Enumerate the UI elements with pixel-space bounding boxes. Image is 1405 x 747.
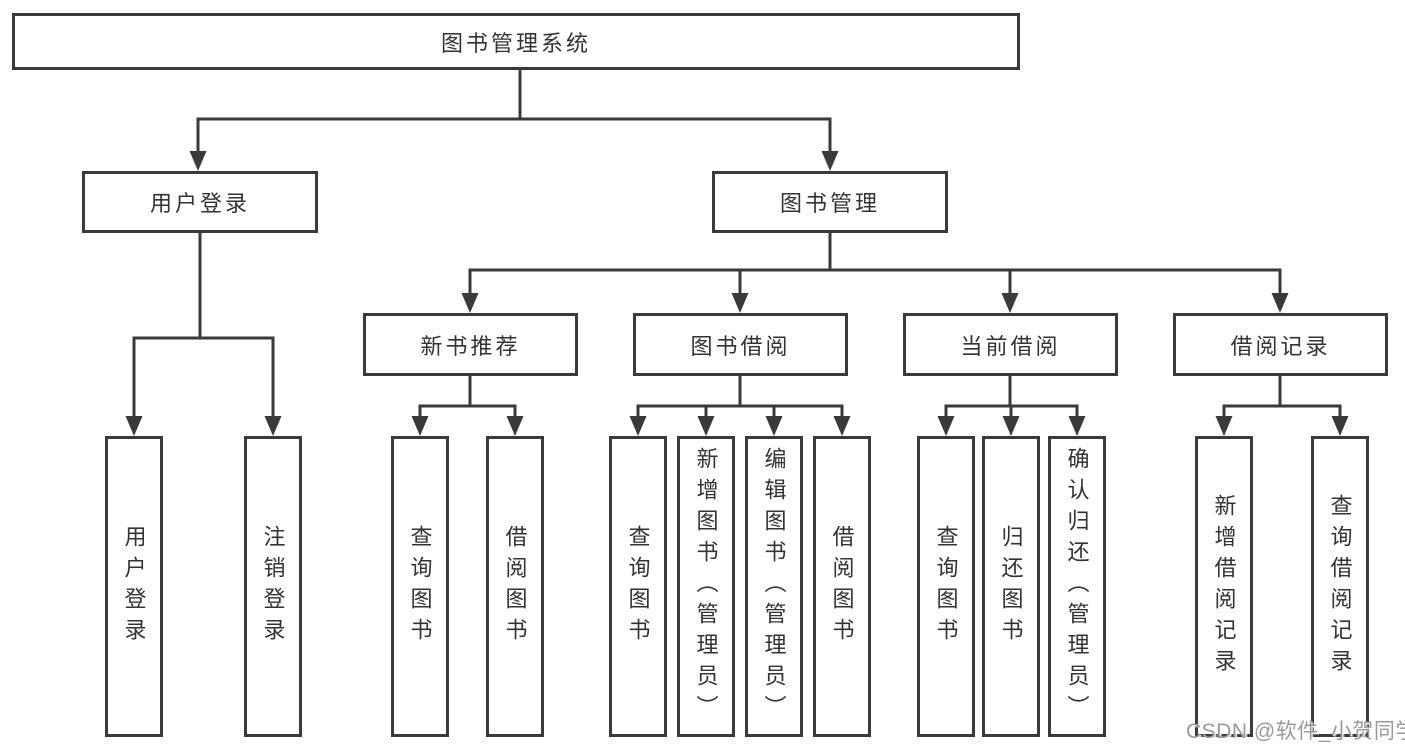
leaf-edit-book-admin: 编辑图书（管理员）: [745, 436, 803, 737]
arrowhead-icon: [1002, 416, 1020, 436]
leaf-borrowing-borrow-books: 借阅图书: [813, 436, 871, 737]
arrowhead-icon: [765, 416, 783, 436]
node-book-management: 图书管理: [712, 171, 948, 233]
watermark: CSDN @软件_小贺同学: [1186, 720, 1405, 743]
arrowhead-icon: [731, 293, 749, 313]
arrowhead-icon: [1271, 293, 1289, 313]
arrowhead-icon: [1331, 416, 1349, 436]
node-current-borrowing: 当前借阅: [903, 313, 1118, 376]
arrowhead-icon: [1068, 416, 1086, 436]
node-borrowing-records: 借阅记录: [1173, 313, 1388, 376]
leaf-borrowing-query-books: 查询图书: [609, 436, 667, 737]
node-user-login: 用户登录: [82, 171, 318, 233]
arrowhead-icon: [125, 416, 143, 436]
leaf-current-query-books: 查询图书: [917, 436, 975, 737]
leaf-add-borrow-record: 新增借阅记录: [1195, 436, 1253, 737]
node-root: 图书管理系统: [12, 13, 1020, 70]
arrowhead-icon: [697, 416, 715, 436]
leaf-add-book-admin: 新增图书（管理员）: [677, 436, 735, 737]
leaf-return-books: 归还图书: [982, 436, 1040, 737]
arrowhead-icon: [1001, 293, 1019, 313]
leaf-user-login: 用户登录: [105, 436, 163, 737]
leaf-logout: 注销登录: [244, 436, 302, 737]
arrowhead-icon: [461, 293, 479, 313]
leaf-query-borrow-record: 查询借阅记录: [1311, 436, 1369, 737]
leaf-recommend-query-books: 查询图书: [391, 436, 449, 737]
arrowhead-icon: [833, 416, 851, 436]
arrowhead-icon: [629, 416, 647, 436]
arrowhead-icon: [189, 151, 207, 171]
arrowhead-icon: [1215, 416, 1233, 436]
arrowhead-icon: [937, 416, 955, 436]
arrowhead-icon: [411, 416, 429, 436]
node-book-borrowing: 图书借阅: [633, 313, 848, 376]
leaf-recommend-borrow-books: 借阅图书: [486, 436, 544, 737]
arrowhead-icon: [821, 151, 839, 171]
arrowhead-icon: [264, 416, 282, 436]
node-new-book-recommend: 新书推荐: [363, 313, 578, 376]
arrowhead-icon: [506, 416, 524, 436]
leaf-confirm-return-admin: 确认归还（管理员）: [1048, 436, 1106, 737]
